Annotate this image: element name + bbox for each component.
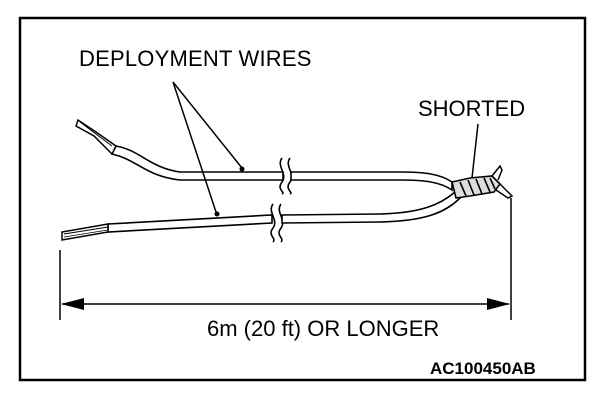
lower-wire-stripped-end xyxy=(61,223,109,241)
lower-wire-left xyxy=(107,214,273,233)
length-label: 6m (20 ft) OR LONGER xyxy=(207,316,440,341)
figure-code-label: AC100450AB xyxy=(430,359,536,378)
leader-line-lower xyxy=(172,81,217,213)
deployment-wires-label: DEPLOYMENT WIRES xyxy=(79,46,312,71)
upper-wire-right xyxy=(290,171,453,192)
leader-line-upper xyxy=(172,81,243,169)
dimension-arrow-left xyxy=(61,298,84,310)
upper-wire-stripped-end xyxy=(75,118,117,156)
upper-wire-break xyxy=(279,157,285,195)
lower-wire-break xyxy=(270,203,276,243)
figure-frame xyxy=(18,16,587,382)
dimension-arrow-right xyxy=(487,298,510,310)
upper-wire-left xyxy=(110,145,284,181)
lower-wire-right xyxy=(281,190,462,224)
shorted-label: SHORTED xyxy=(418,96,526,121)
leader-line-shorted xyxy=(471,123,479,179)
